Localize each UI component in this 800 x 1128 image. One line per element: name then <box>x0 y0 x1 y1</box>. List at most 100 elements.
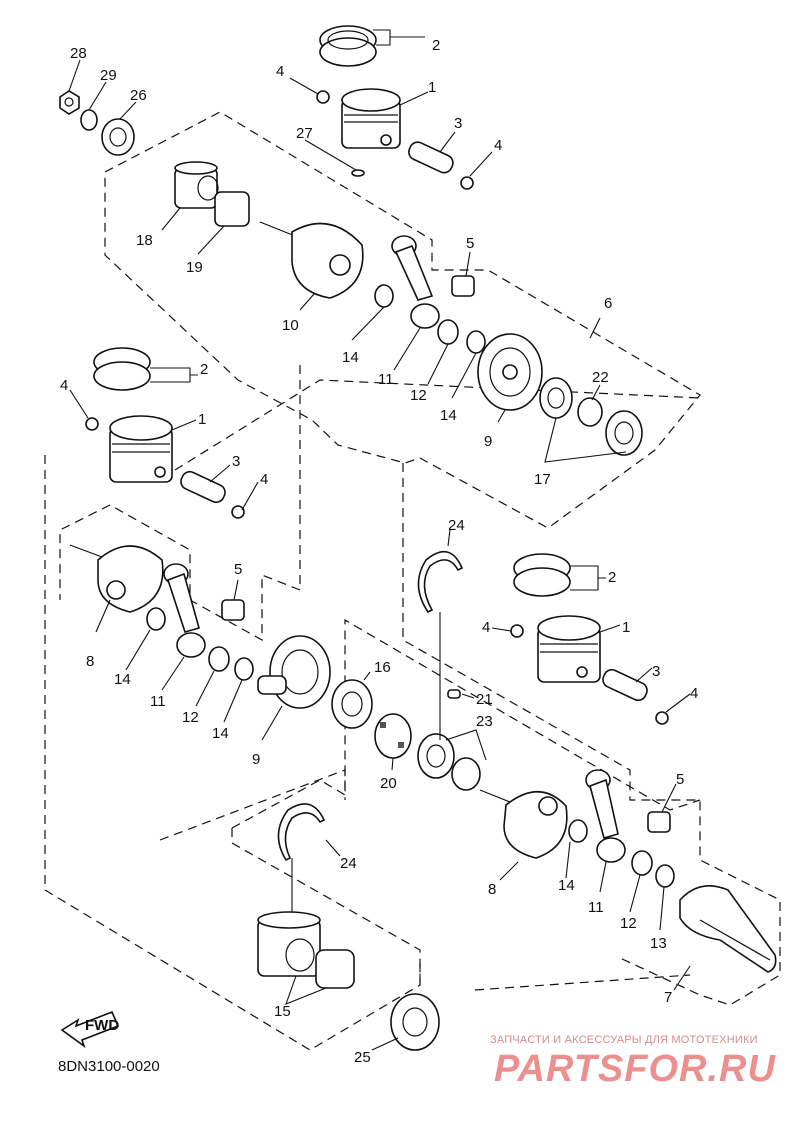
circlip-24-bottom <box>277 803 326 862</box>
connecting-rod-11-right <box>585 769 626 863</box>
bearing-12-top <box>437 319 459 345</box>
circlip-top-right <box>460 176 474 190</box>
callout-4-right-b: 4 <box>690 685 698 702</box>
oil-seal-25 <box>390 993 440 1051</box>
bearing-5-top <box>451 275 475 297</box>
bearing-12-middle <box>208 646 230 672</box>
bearing-18 <box>174 161 219 209</box>
group-outline-right <box>402 463 781 1006</box>
callout-2-middle: 2 <box>200 361 208 378</box>
callout-15: 15 <box>274 1003 291 1020</box>
piston-ring-set-right <box>513 553 571 597</box>
washer-14-middle-b <box>234 657 254 681</box>
callout-5-right: 5 <box>676 771 684 788</box>
piston-pin-middle <box>180 470 226 504</box>
callout-16: 16 <box>374 659 391 676</box>
collar-19 <box>214 191 250 227</box>
oil-seal-26 <box>101 118 135 156</box>
circlip-top-left <box>316 90 330 104</box>
callout-8-right: 8 <box>488 881 496 898</box>
callout-4-top-b: 4 <box>494 137 502 154</box>
nut-28 <box>59 90 80 115</box>
group-outline-left-long <box>44 455 421 1051</box>
callout-25: 25 <box>354 1049 371 1066</box>
callout-12-top: 12 <box>410 387 427 404</box>
callout-3-right: 3 <box>652 663 660 680</box>
watermark-caption: ЗАПЧАСТИ И АКСЕССУАРЫ ДЛЯ МОТОТЕХНИКИ <box>490 1034 758 1046</box>
washer-29 <box>80 109 98 131</box>
crank-10 <box>259 221 364 299</box>
crank-9-top <box>477 333 543 411</box>
watermark-logo: PARTSFOR.RU <box>494 1048 776 1090</box>
callout-11-middle: 11 <box>150 693 166 710</box>
circlip-right-left <box>510 624 524 638</box>
crank-9-middle <box>257 635 331 709</box>
collar-15 <box>315 949 355 989</box>
washer-14-middle-a <box>146 607 166 631</box>
washer-14-top-a <box>374 284 394 308</box>
callout-14-top-a: 14 <box>342 349 359 366</box>
piston-right <box>537 615 601 683</box>
callout-5-middle: 5 <box>234 561 242 578</box>
callout-18: 18 <box>136 232 153 249</box>
group-outline-bottom <box>159 769 346 841</box>
diagram-code: 8DN3100-0020 <box>58 1058 160 1075</box>
callout-8-middle: 8 <box>86 653 94 670</box>
fwd-label: FWD <box>85 1017 119 1034</box>
washer-14-right <box>568 819 588 843</box>
callout-1-middle: 1 <box>198 411 206 428</box>
pin-21 <box>447 689 461 699</box>
bearing-12-right <box>631 850 653 876</box>
callout-24-bottom: 24 <box>340 855 357 872</box>
fwd-arrow-icon: FWD <box>60 1010 119 1049</box>
callout-21: 21 <box>476 691 493 708</box>
callout-9-top: 9 <box>484 433 492 450</box>
callout-13: 13 <box>650 935 667 952</box>
callout-14-right: 14 <box>558 877 575 894</box>
piston-ring-set-middle <box>93 347 151 391</box>
bearings-17 <box>539 377 643 456</box>
group-outline-middle-right <box>174 379 701 471</box>
circlip-middle-left <box>85 417 99 431</box>
callout-2-top: 2 <box>432 37 440 54</box>
spacer-22 <box>577 397 603 427</box>
key-27 <box>351 169 365 177</box>
bearing-23 <box>417 733 481 791</box>
callout-3-middle: 3 <box>232 453 240 470</box>
callout-7: 7 <box>664 989 672 1006</box>
crank-8-middle <box>69 544 164 613</box>
bearing-15 <box>257 911 321 977</box>
callout-17: 17 <box>534 471 551 488</box>
callout-4-right-a: 4 <box>482 619 490 636</box>
callout-5-top: 5 <box>466 235 474 252</box>
piston-pin-top <box>408 141 454 174</box>
group-outline-top <box>104 111 701 529</box>
callout-22: 22 <box>592 369 609 386</box>
callout-23: 23 <box>476 713 493 730</box>
callout-6: 6 <box>604 295 612 312</box>
washer-13 <box>655 864 675 888</box>
callout-12-right: 12 <box>620 915 637 932</box>
bearing-16 <box>331 679 373 729</box>
bearing-5-middle <box>221 599 245 621</box>
washer-14-top-b <box>466 330 486 354</box>
callout-3-top: 3 <box>454 115 462 132</box>
callout-24-middle: 24 <box>448 517 465 534</box>
callout-4-middle-b: 4 <box>260 471 268 488</box>
callout-14-middle-a: 14 <box>114 671 131 688</box>
callout-4-top-a: 4 <box>276 63 284 80</box>
piston-pin-right <box>602 668 648 702</box>
leader-lines <box>68 29 691 1051</box>
crank-8-right <box>479 789 568 859</box>
callout-28: 28 <box>70 45 87 62</box>
circlip-24-middle <box>417 550 464 614</box>
piston-middle <box>109 415 173 483</box>
callout-14-middle-b: 14 <box>212 725 229 742</box>
connecting-rod-11-middle <box>163 563 206 658</box>
callout-numbers: 28 29 26 27 18 19 10 2 1 3 4 4 5 6 14 11… <box>60 37 698 1066</box>
piston-ring-set-top <box>319 25 377 67</box>
callout-19: 19 <box>186 259 203 276</box>
circlip-right-right <box>655 711 669 725</box>
